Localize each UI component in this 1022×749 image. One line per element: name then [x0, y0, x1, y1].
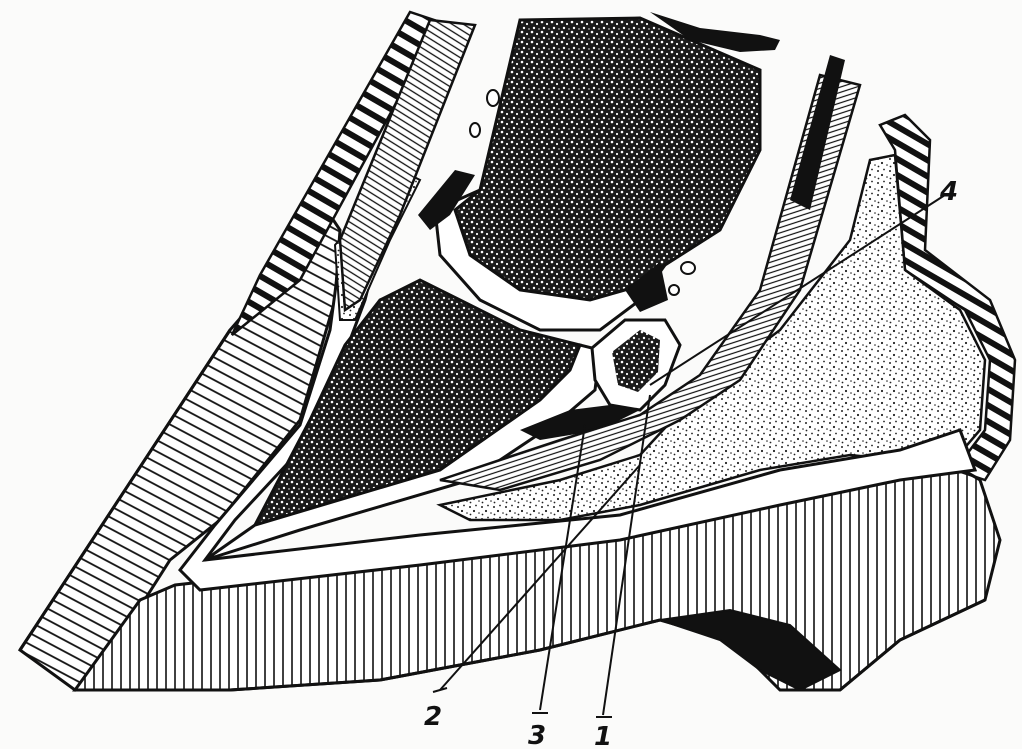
vessel	[669, 285, 679, 295]
callout-label-2: 2	[424, 702, 442, 732]
vessel	[487, 90, 499, 106]
callout-label-4: 4	[939, 177, 958, 207]
callout-label-1: 1	[594, 722, 612, 749]
vessel	[470, 123, 480, 137]
vessel	[681, 262, 695, 274]
callout-label-3: 3	[528, 721, 546, 749]
middle-phalanx	[455, 18, 760, 300]
